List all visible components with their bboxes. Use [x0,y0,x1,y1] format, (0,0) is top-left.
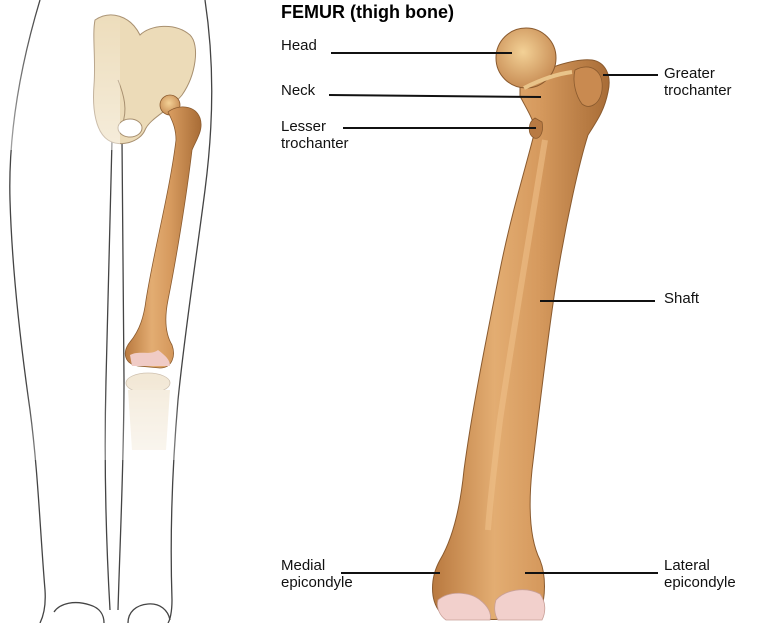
label-medial-epicondyle: Medial epicondyle [281,557,353,591]
label-greater-trochanter: Greater trochanter [664,65,732,99]
label-shaft: Shaft [664,290,699,307]
label-lesser-trochanter: Lesser trochanter [281,118,349,152]
label-lateral-epicondyle: Lateral epicondyle [664,557,736,591]
pelvis [0,0,196,150]
main-femur [433,28,610,620]
label-head: Head [281,37,317,54]
label-neck: Neck [281,82,315,99]
diagram-title: FEMUR (thigh bone) [281,2,454,23]
lower-leg-bones [0,373,200,460]
